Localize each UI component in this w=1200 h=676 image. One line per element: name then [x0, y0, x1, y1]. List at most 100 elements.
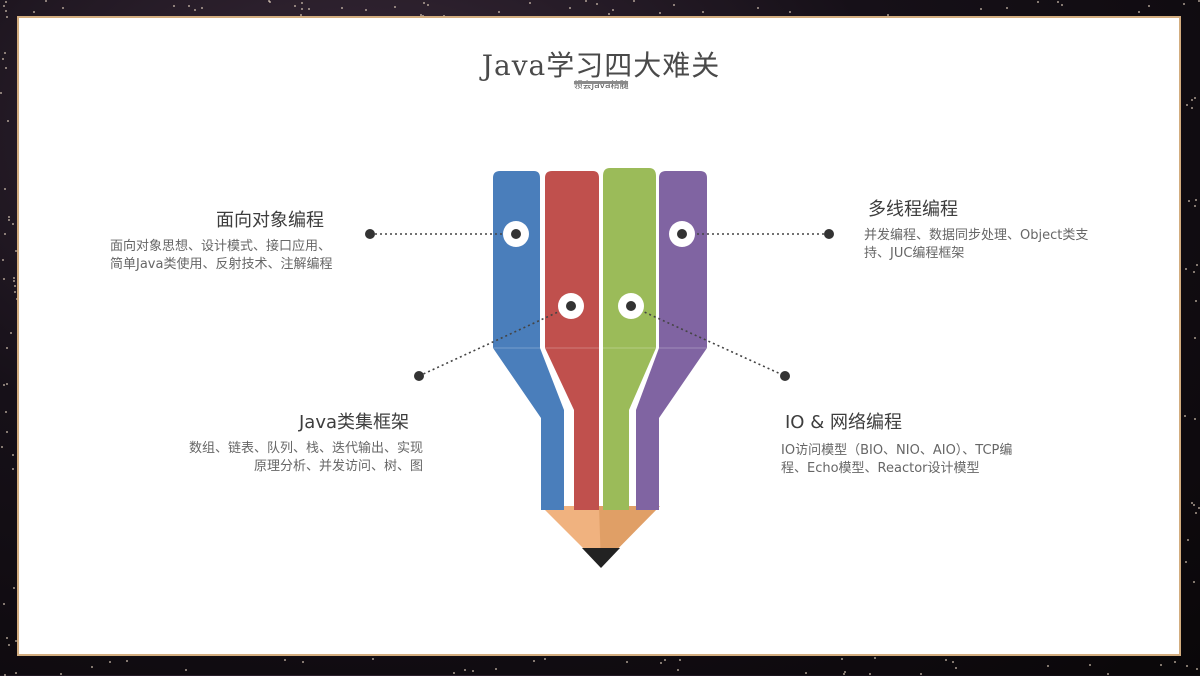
star: [7, 215, 10, 218]
star: [659, 11, 662, 14]
ring-marker: [558, 293, 584, 319]
star: [626, 660, 629, 663]
topic-desc-oop: 面向对象思想、设计模式、接口应用、简单Java类使用、反射技术、注解编程: [110, 239, 333, 272]
star: [844, 670, 847, 673]
star: [612, 9, 615, 12]
star: [3, 278, 6, 281]
star: [1193, 271, 1196, 274]
star: [7, 219, 10, 222]
star: [13, 291, 16, 294]
star: [108, 661, 111, 664]
star: [841, 658, 843, 661]
star: [5, 431, 8, 434]
star: [1182, 3, 1185, 6]
pencil-diagram: [365, 168, 834, 568]
star: [1195, 264, 1198, 267]
star: [533, 660, 536, 663]
star: [678, 659, 681, 662]
star: [200, 7, 203, 10]
page-title: Java学习四大难关: [481, 49, 721, 82]
star: [6, 347, 9, 350]
star: [472, 669, 475, 672]
star: [1194, 417, 1197, 420]
star: [12, 277, 15, 280]
star: [420, 13, 423, 16]
star: [5, 636, 8, 639]
star: [452, 672, 455, 675]
star: [284, 659, 287, 662]
star: [1160, 664, 1163, 667]
star: [33, 11, 35, 14]
star: [874, 657, 877, 660]
star: [1057, 1, 1060, 4]
star: [1191, 98, 1194, 101]
star: [1186, 539, 1189, 542]
star: [1184, 267, 1187, 270]
star: [595, 3, 598, 6]
star: [423, 2, 426, 5]
star: [1185, 104, 1188, 107]
star: [607, 13, 610, 16]
pencil-wood-tip: [541, 506, 660, 566]
star: [1046, 664, 1049, 667]
star: [294, 4, 297, 7]
star: [1, 58, 4, 61]
star: [1193, 336, 1196, 339]
star: [4, 67, 7, 70]
star: [584, 0, 587, 3]
star: [544, 658, 547, 661]
star: [11, 467, 14, 470]
star: [1036, 1, 1039, 4]
star: [185, 668, 188, 671]
star: [1, 446, 4, 449]
title-underline: [574, 81, 628, 84]
star: [60, 673, 63, 676]
star: [633, 0, 636, 3]
star: [340, 6, 343, 9]
pencil-red-segment: [545, 171, 599, 510]
star: [299, 13, 302, 16]
star: [660, 661, 663, 664]
star: [268, 1, 271, 4]
star: [12, 223, 15, 225]
star: [393, 6, 396, 9]
star: [1138, 10, 1141, 13]
star: [1193, 580, 1196, 583]
leader-end-dot: [414, 371, 424, 381]
star: [2, 603, 5, 606]
star: [568, 7, 571, 10]
star: [15, 639, 18, 642]
pencil-blue-segment: [493, 171, 564, 510]
star: [62, 7, 65, 10]
pencil-lead-tip: [582, 548, 620, 568]
star: [868, 673, 871, 676]
star: [172, 4, 175, 7]
star: [426, 4, 429, 7]
star: [980, 7, 983, 10]
star: [2, 5, 5, 8]
star: [187, 4, 190, 7]
topic-desc-io: IO访问模型（BIO、NIO、AIO）、TCP编程、Echo模型、Reactor…: [781, 443, 1013, 476]
star: [1193, 204, 1196, 207]
star: [371, 658, 374, 661]
star: [1147, 5, 1150, 8]
star: [1196, 668, 1199, 671]
star: [10, 332, 13, 335]
star: [6, 120, 9, 123]
star: [789, 11, 792, 14]
star: [308, 7, 311, 10]
star: [301, 661, 304, 664]
star: [528, 2, 531, 5]
star: [494, 667, 497, 670]
topic-title-oop: 面向对象编程: [216, 210, 324, 231]
star: [804, 671, 807, 674]
star: [843, 672, 846, 675]
star: [267, 0, 270, 3]
star: [125, 660, 128, 662]
star: [5, 16, 8, 19]
star: [1006, 6, 1009, 9]
topic-desc-collection: 数组、链表、队列、栈、迭代输出、实现原理分析、并发访问、树、图: [188, 441, 423, 474]
star: [1174, 661, 1177, 664]
star: [1197, 506, 1200, 509]
leader-end-dot: [365, 229, 375, 239]
